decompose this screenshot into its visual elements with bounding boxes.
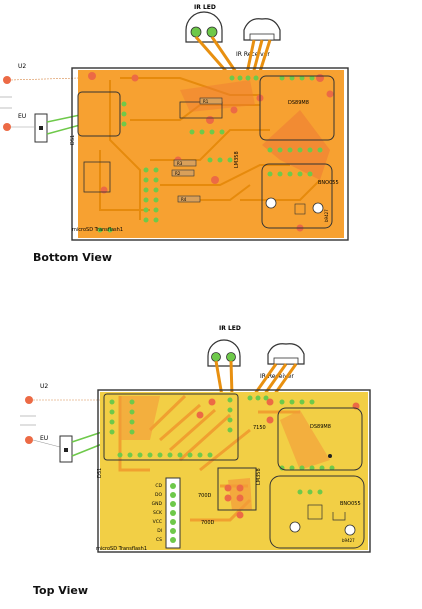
eu-wire — [71, 443, 103, 457]
bno055-mount-hole — [344, 524, 356, 536]
sd-header-pins — [170, 483, 176, 543]
pin-label-cd: CD — [155, 483, 162, 489]
eu-connector-pin — [64, 448, 68, 452]
top-view-caption: Top View — [33, 584, 89, 597]
bottom-u2-label: U2 — [18, 63, 26, 70]
top-copper-pour — [280, 410, 330, 470]
top-r-a-label: 700D — [198, 493, 212, 499]
eu-wire — [71, 431, 103, 443]
bottom-copper-pour — [262, 110, 330, 180]
top-lm358-label: LM358 — [256, 468, 262, 485]
bottom-component-box — [83, 161, 111, 193]
pin-label-do: DO — [155, 492, 162, 498]
pin-label-cs: CS — [156, 537, 162, 543]
top-u2-label: U2 — [40, 383, 48, 390]
ds89m8-outline — [259, 75, 335, 141]
ir-receiver-body — [249, 33, 275, 41]
top-eu-label: EU — [40, 435, 48, 442]
ir-wires — [194, 36, 272, 79]
bno055-outline — [269, 475, 365, 549]
bottom-view-caption: Bottom View — [33, 251, 113, 264]
top-copper-pour — [228, 478, 252, 510]
bottom-r4-label: R4 — [181, 197, 187, 202]
bottom-r2-label: R2 — [175, 171, 181, 176]
top-board-outline — [97, 389, 371, 553]
top-ds1-label: DS1 — [97, 468, 103, 478]
bottom-ir-receiver-label: IR Receiver — [236, 51, 270, 58]
bottom-ds89m8-label: DS89M8 — [288, 100, 309, 106]
bno055-chip — [294, 203, 306, 215]
bno055-outline — [261, 163, 333, 229]
bottom-board-outline — [71, 67, 349, 241]
bottom-r3-label: R3 — [177, 161, 183, 166]
lm358-outline — [217, 467, 257, 511]
eu-connector-pin — [39, 126, 43, 130]
u2-pad — [25, 396, 33, 404]
bottom-lm358-label: LM358 — [234, 151, 240, 168]
bottom-bno055-label: BNO055 — [318, 180, 339, 186]
top-copper-pour — [120, 396, 160, 440]
bottom-eu-label: EU — [18, 113, 26, 120]
bno055-mount-hole — [265, 197, 277, 209]
ds89m8-marker — [328, 454, 332, 458]
eu-wire — [46, 124, 81, 135]
ds1-outline — [103, 393, 239, 461]
top-r-c-label: 7150 — [253, 425, 266, 431]
eu-wire — [46, 114, 81, 123]
bottom-ds1-label: DS1 — [70, 135, 76, 145]
u2-wire — [10, 77, 79, 81]
ir-led-outline — [207, 339, 241, 367]
bottom-copper-pour — [180, 80, 255, 112]
u2-pad — [3, 76, 11, 84]
bno055-chip — [307, 504, 323, 520]
ir-led-outline — [185, 11, 223, 43]
bno055-mount-hole — [289, 521, 301, 533]
top-sd-label: microSD Transflash1 — [96, 546, 147, 552]
bottom-sd-label: microSD Transflash1 — [72, 227, 123, 233]
top-bno055-label: BNO055 — [340, 501, 361, 507]
top-r-b-label: 700D — [201, 520, 215, 526]
bottom-traces — [99, 77, 321, 220]
top-view-diagram: IR LED IR Receiver U2 EU — [20, 325, 371, 553]
eu-wire — [32, 439, 61, 448]
ir-wires — [214, 360, 298, 399]
ir-led-pad — [206, 26, 218, 38]
pin-label-sck: SCK — [153, 510, 163, 516]
ir-led-pad — [226, 352, 236, 362]
top-corner-label: b9427 — [342, 538, 355, 543]
bottom-view-diagram: IR LED IR Receiver U2 EU — [0, 4, 349, 241]
bno055-mount-hole — [312, 202, 324, 214]
bottom-r1-label: R1 — [203, 99, 209, 104]
pin-label-gnd: GND — [152, 501, 163, 507]
ds89m8-outline — [277, 407, 363, 471]
ir-led-pad — [190, 26, 202, 38]
ir-receiver-body — [273, 357, 299, 365]
top-ds89m8-label: DS89M8 — [310, 424, 331, 430]
bottom-ir-led-label: IR LED — [194, 4, 216, 11]
bottom-corner-label: b9427 — [324, 209, 329, 222]
bottom-pad-rows — [97, 75, 323, 233]
top-pad-rows — [109, 395, 335, 495]
pin-label-vcc: VCC — [153, 519, 162, 525]
ds1-outline — [77, 91, 121, 137]
bottom-resistors — [171, 97, 223, 203]
top-ir-led-label: IR LED — [219, 325, 241, 332]
ir-led-pad — [211, 352, 221, 362]
eu-pad — [25, 436, 33, 444]
bno055-bracket — [332, 512, 346, 521]
eu-pad — [3, 123, 11, 131]
pin-label-di: DI — [157, 528, 162, 534]
